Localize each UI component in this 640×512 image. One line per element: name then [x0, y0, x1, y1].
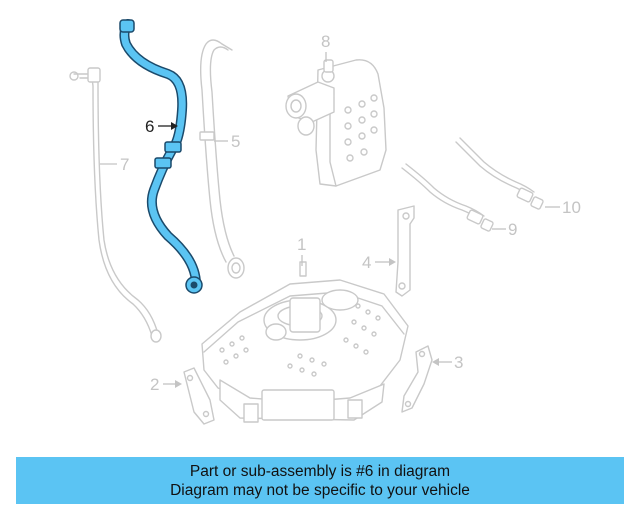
part-8-valve-bracket[interactable] [285, 59, 387, 187]
callout-6: 6 [145, 117, 178, 136]
part-3-bracket[interactable] [401, 345, 433, 413]
callout-3: 3 [432, 353, 463, 372]
callout-1: 1 [297, 235, 306, 266]
part-10-sensor-cable[interactable] [455, 137, 544, 210]
callout-2: 2 [150, 375, 182, 394]
callout-5-label: 5 [231, 132, 240, 151]
callout-1-label: 1 [297, 235, 306, 254]
part-4-bracket[interactable] [395, 205, 415, 297]
callout-8: 8 [321, 32, 330, 62]
banner-line-2: Diagram may not be specific to your vehi… [170, 482, 470, 499]
callout-4: 4 [362, 253, 396, 272]
callout-6-label: 6 [145, 117, 154, 136]
part-7-tube[interactable] [69, 67, 162, 343]
part-6-hose-highlighted[interactable] [119, 19, 203, 294]
callout-8-label: 8 [321, 32, 330, 51]
callout-10-label: 10 [562, 198, 581, 217]
part-9-sensor-cable[interactable] [401, 163, 494, 232]
info-banner: Part or sub-assembly is #6 in diagram Di… [16, 457, 624, 504]
callout-9-label: 9 [508, 220, 517, 239]
callout-7-label: 7 [120, 155, 129, 174]
parts-diagram: 7 5 6 [69, 19, 581, 425]
callout-2-label: 2 [150, 375, 159, 394]
callout-9: 9 [492, 220, 517, 239]
callout-10: 10 [545, 198, 581, 217]
part-5-hose[interactable] [199, 39, 245, 279]
callout-3-label: 3 [454, 353, 463, 372]
callout-7: 7 [100, 155, 129, 174]
banner-line-1: Part or sub-assembly is #6 in diagram [189, 463, 451, 480]
part-2-bracket[interactable] [183, 367, 215, 425]
callout-5: 5 [214, 132, 240, 151]
callout-4-label: 4 [362, 253, 371, 272]
part-1-canister[interactable] [201, 261, 409, 423]
